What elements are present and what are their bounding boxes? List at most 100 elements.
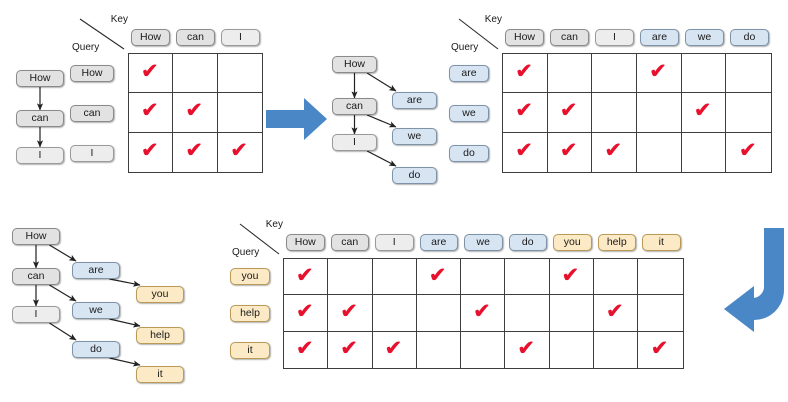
token-label: do (408, 169, 421, 182)
token-label: are (651, 31, 668, 44)
stage2-column-header-do: do (730, 29, 769, 46)
stage3-column-header-do: do (508, 234, 547, 251)
stage3-column-header-you: you (553, 234, 592, 251)
stage3-cell-help-can: ✔ (328, 295, 373, 332)
stage3-row-header-you: you (230, 268, 270, 285)
check-icon: ✔ (648, 59, 667, 84)
check-icon: ✔ (295, 262, 314, 287)
stage3-node-how: How (12, 228, 60, 245)
stage2-row-header-we: we (449, 104, 489, 122)
check-icon: ✔ (514, 98, 533, 123)
stage3-column-header-it: it (642, 234, 681, 251)
stage3-cell-it-are (417, 331, 462, 368)
check-icon: ✔ (340, 299, 358, 324)
token-label: do (743, 31, 756, 44)
stage2-cell-we-do (726, 93, 771, 133)
stage1-cell-how-can (173, 54, 218, 94)
tree-edge-how-to-are (366, 72, 397, 92)
stage3-cell-it-we (461, 331, 506, 368)
stage3-grid: ✔✔✔✔✔✔✔✔✔✔✔✔ (283, 258, 684, 369)
stage3-cell-it-how: ✔ (284, 331, 329, 368)
key-query-divider-line (79, 18, 125, 50)
stage3-cell-it-it: ✔ (638, 332, 682, 368)
stage3-node-you: you (136, 286, 184, 303)
stage1-chain-node-i: I (16, 147, 64, 164)
stage2-column-header-we: we (685, 29, 724, 46)
token-label: do (463, 146, 475, 159)
key-axis-label: Key (110, 14, 128, 25)
token-label: can (341, 236, 359, 249)
stage2-column-header-can: can (550, 29, 589, 46)
tree-edge-i-to-do (49, 322, 77, 341)
stage2-cell-do-do: ✔ (726, 133, 771, 172)
token-label: I (38, 149, 42, 162)
stage3-cell-you-we (461, 259, 506, 296)
tree-edge-do-to-it (109, 357, 141, 367)
stage2-node-are: are (392, 92, 437, 109)
token-label: How (81, 66, 103, 79)
token-label: How (343, 58, 365, 71)
stage1-cell-how-how: ✔ (129, 54, 174, 94)
tree-edge-can-to-we (49, 284, 77, 302)
token-label: can (346, 100, 363, 113)
stage1-cell-i-how: ✔ (129, 132, 174, 172)
tree-edge-can-to-we (366, 114, 397, 128)
stage2-cell-we-i (592, 93, 637, 133)
token-label: are (406, 94, 423, 107)
check-icon: ✔ (140, 59, 159, 84)
check-icon: ✔ (559, 138, 578, 163)
stage3-node-it: it (136, 366, 184, 383)
stage2-cell-are-how: ✔ (503, 54, 548, 94)
token-label: we (462, 106, 476, 119)
stage2-grid: ✔✔✔✔✔✔✔✔✔ (502, 53, 772, 173)
token-label: we (697, 31, 712, 44)
token-label: I (239, 31, 242, 44)
stage1-grid: ✔✔✔✔✔✔ (128, 53, 263, 173)
stage3-cell-it-you (550, 331, 594, 368)
token-label: it (247, 344, 253, 357)
token-label: How (294, 236, 316, 249)
stage1-cell-can-can: ✔ (173, 93, 218, 133)
stage1-cell-can-how: ✔ (129, 93, 174, 133)
check-icon: ✔ (185, 138, 203, 163)
stage3-cell-it-can: ✔ (328, 331, 373, 368)
stage2-cell-are-are: ✔ (637, 54, 682, 94)
stage2-cell-do-we (682, 132, 727, 172)
token-label: we (407, 130, 422, 143)
stage-transition-arrow-wrap-icon (724, 228, 784, 332)
stage2-column-header-how: How (505, 29, 544, 46)
stage2-cell-do-can: ✔ (548, 132, 593, 172)
stage3-cell-you-can (328, 259, 373, 296)
stage3-node-can: can (12, 268, 60, 285)
stage2-row-header-do: do (449, 144, 489, 162)
check-icon: ✔ (185, 98, 203, 123)
tree-edge-are-to-you (109, 278, 141, 287)
stage3-cell-help-you (549, 295, 594, 332)
stage3-cell-help-it (638, 295, 683, 332)
token-label: do (90, 343, 102, 356)
check-icon: ✔ (295, 299, 314, 324)
stage3-cell-you-it (638, 259, 683, 296)
stage1-cell-i-can: ✔ (173, 132, 218, 172)
token-label: I (90, 146, 94, 159)
stage2-cell-we-how: ✔ (503, 93, 548, 133)
check-icon: ✔ (604, 138, 622, 163)
stage3-cell-you-how: ✔ (284, 259, 329, 296)
tree-edge-how-to-are (49, 244, 77, 262)
token-label: help (150, 329, 170, 342)
stage3-node-do: do (72, 341, 120, 358)
token-label: do (521, 236, 534, 249)
check-icon: ✔ (559, 98, 578, 123)
check-icon: ✔ (517, 336, 535, 361)
stage1-column-header-how: How (131, 29, 170, 46)
stage3-cell-you-you: ✔ (549, 259, 594, 296)
stage1-cell-can-i (217, 93, 262, 133)
stage2-column-header-are: are (640, 29, 679, 46)
stage3-column-header-i: I (375, 234, 414, 251)
stage3-cell-it-i: ✔ (373, 331, 417, 368)
key-axis-label: Key (484, 14, 502, 25)
token-label: are (431, 236, 447, 249)
token-label: can (27, 270, 45, 283)
key-query-divider-line (458, 18, 499, 50)
